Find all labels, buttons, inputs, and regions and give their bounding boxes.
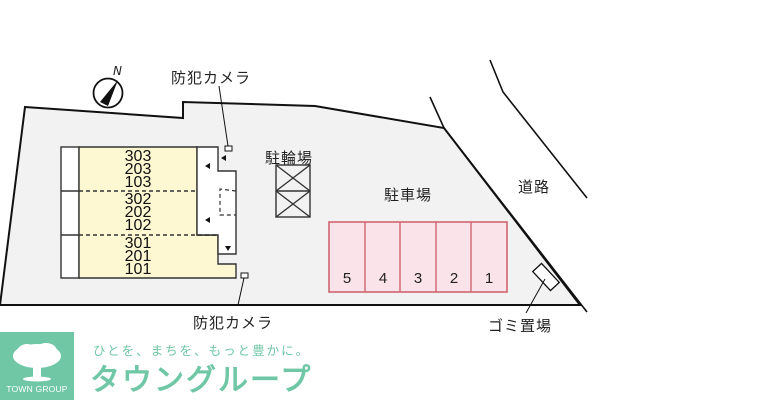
parking-bay-2: 2 <box>449 270 459 287</box>
logo-tagline: ひとを、まちを、もっと豊かに。 <box>93 343 311 358</box>
parking-bay-3: 3 <box>413 270 423 287</box>
parking-bay-5: 5 <box>342 270 352 287</box>
garbage-label: ゴミ置場 <box>488 317 553 335</box>
apartment-building <box>60 146 237 279</box>
road-label: 道路 <box>518 178 551 196</box>
garbage-area-marker <box>525 262 561 314</box>
camera-label-bottom: 防犯カメラ <box>193 314 274 332</box>
parking-bays <box>328 221 508 293</box>
unit-302: 302 <box>124 191 152 208</box>
logo-caption: TOWN GROUP <box>6 384 68 394</box>
north-arrow-icon <box>92 77 124 109</box>
compass-north-label: N <box>113 64 123 78</box>
parking-bay-4: 4 <box>378 270 388 287</box>
road-edge-outer <box>489 59 588 199</box>
unit-103: 103 <box>124 174 152 191</box>
logo-brand-name: タウングループ <box>90 363 313 398</box>
camera-marker-bottom <box>240 272 249 279</box>
camera-marker-top <box>224 145 233 152</box>
town-group-logo: TOWN GROUP <box>0 332 74 400</box>
road-edge-inner <box>429 96 588 313</box>
tree-icon <box>13 343 61 382</box>
unit-202: 202 <box>124 204 152 221</box>
unit-303: 303 <box>124 148 152 165</box>
parking-lot-label: 駐車場 <box>384 186 433 204</box>
bicycle-parking-label: 駐輪場 <box>265 149 314 167</box>
unit-203: 203 <box>124 161 152 178</box>
unit-102: 102 <box>124 217 152 234</box>
camera-label-top: 防犯カメラ <box>171 69 252 87</box>
unit-301: 301 <box>124 235 152 252</box>
unit-101: 101 <box>124 261 152 278</box>
parking-bay-1: 1 <box>484 270 494 287</box>
unit-201: 201 <box>124 248 152 265</box>
bicycle-parking <box>275 164 311 218</box>
